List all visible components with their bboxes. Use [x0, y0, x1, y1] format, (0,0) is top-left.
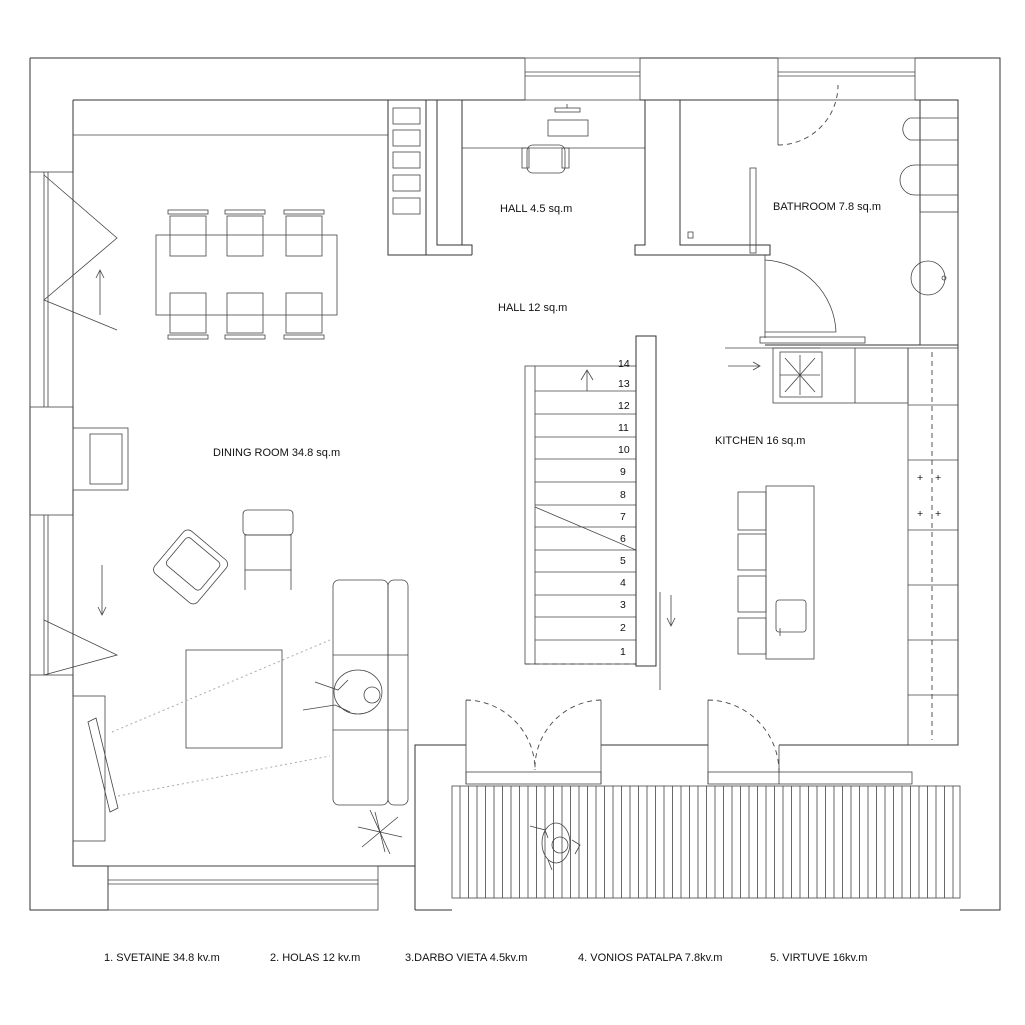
legend-item: 2. HOLAS 12 kv.m — [270, 952, 360, 964]
room-label-bathroom: BATHROOM 7.8 sq.m — [773, 201, 881, 213]
svg-text:+: + — [917, 508, 923, 520]
room-label-dining: DINING ROOM 34.8 sq.m — [213, 447, 340, 459]
stair-number: 4 — [620, 577, 626, 589]
room-label-kitchen: KITCHEN 16 sq.m — [715, 435, 805, 447]
person-figure-terrace — [529, 822, 581, 871]
stair-number: 7 — [620, 511, 626, 523]
stair-number: 9 — [620, 466, 626, 478]
bathroom-fixtures — [725, 84, 959, 371]
dining-furniture — [72, 134, 409, 855]
stair-number: 11 — [618, 422, 629, 434]
stair-number: 3 — [620, 599, 626, 611]
svg-text:+: + — [935, 508, 941, 520]
room-label-hall: HALL 12 sq.m — [498, 302, 567, 314]
legend-item: 4. VONIOS PATALPA 7.8kv.m — [578, 952, 722, 964]
stair-number: 10 — [618, 444, 630, 456]
windows — [29, 57, 916, 911]
stair-number: 13 — [618, 378, 630, 390]
kitchen-fixtures: + + + + — [737, 347, 959, 746]
stair-number: 5 — [620, 555, 626, 567]
legend-item: 3.DARBO VIETA 4.5kv.m — [405, 952, 527, 964]
stair-number: 6 — [620, 533, 626, 545]
stair-numbers: 14 13 12 11 10 9 8 7 6 5 4 3 2 1 — [618, 358, 630, 658]
legend-item: 1. SVETAINE 34.8 kv.m — [104, 952, 220, 964]
terrace-deck — [451, 785, 961, 899]
hall-small-walls — [387, 99, 771, 256]
legend: 1. SVETAINE 34.8 kv.m 2. HOLAS 12 kv.m 3… — [104, 952, 867, 964]
exterior-walls — [29, 57, 1001, 911]
svg-text:+: + — [935, 472, 941, 484]
entrance-doors — [465, 699, 780, 784]
stair-number: 8 — [620, 489, 626, 501]
sliding-doors — [43, 174, 119, 676]
staircase — [524, 335, 676, 690]
stair-number: 2 — [620, 622, 626, 634]
stair-number: 14 — [618, 358, 630, 370]
room-labels: HALL 4.5 sq.m BATHROOM 7.8 sq.m HALL 12 … — [213, 201, 881, 459]
stair-number: 12 — [618, 400, 630, 412]
room-label-hall-small: HALL 4.5 sq.m — [500, 203, 572, 215]
stair-number: 1 — [620, 646, 626, 658]
legend-item: 5. VIRTUVE 16kv.m — [770, 952, 867, 964]
svg-text:+: + — [917, 472, 923, 484]
